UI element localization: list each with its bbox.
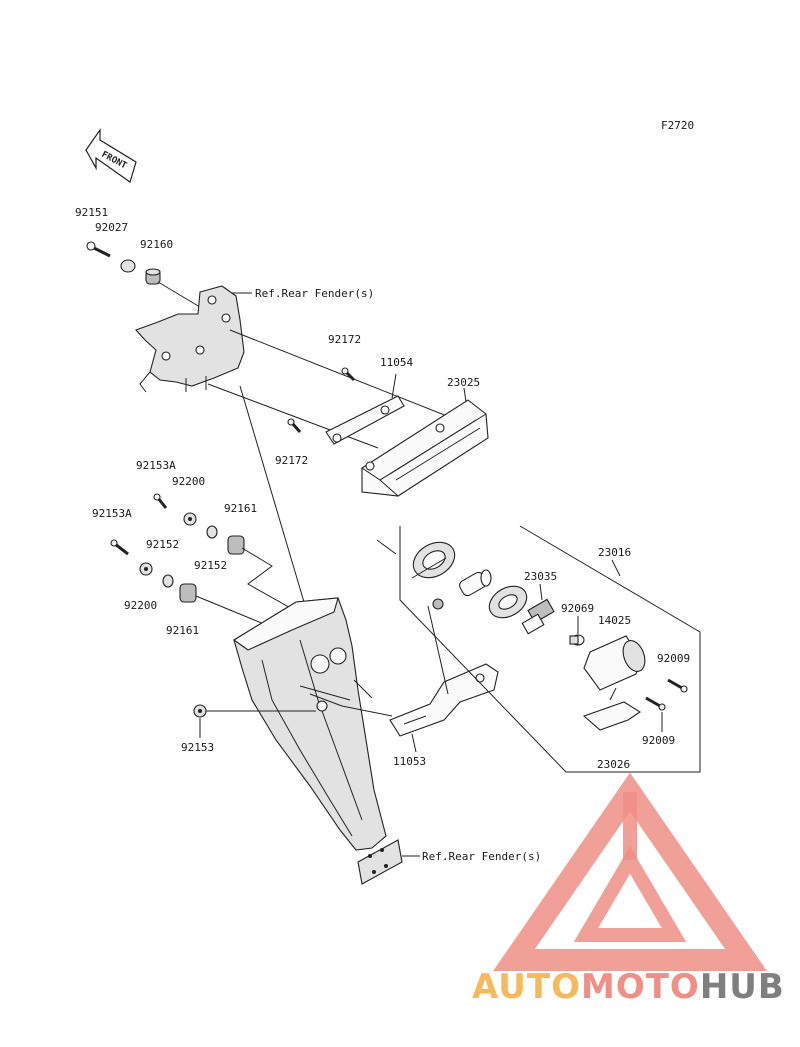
leader-line	[341, 705, 393, 717]
plate-11054	[325, 395, 405, 445]
part-number: 92151	[75, 206, 108, 219]
leader-line	[157, 281, 206, 311]
part-number: 92172	[275, 454, 308, 467]
part-number: 92153A	[136, 459, 176, 472]
grommet-92161-a	[227, 535, 245, 555]
leader-line	[611, 559, 621, 577]
part-number: 11053	[393, 755, 426, 768]
guide-line	[376, 539, 397, 555]
leader-line	[539, 583, 543, 601]
part-number: 92161	[166, 624, 199, 637]
gasket-23035	[488, 585, 528, 619]
figure-code: F2720	[661, 119, 694, 132]
leader-line	[353, 679, 373, 699]
part-number: 92200	[172, 475, 205, 488]
part-number: 92153A	[92, 507, 132, 520]
guide-line	[229, 329, 453, 419]
part-number: 92027	[95, 221, 128, 234]
part-number: 92153	[181, 741, 214, 754]
tail-light-23025	[361, 399, 489, 497]
part-number: 11054	[380, 356, 413, 369]
grommet-92160	[145, 268, 161, 285]
ref-rear-fender-bottom: Ref.Rear Fender(s)	[422, 850, 541, 863]
bolt-92153A-b	[110, 539, 129, 556]
part-number: 92161	[224, 502, 257, 515]
collar-92152-a	[206, 525, 218, 539]
washer-92200-a	[183, 512, 197, 526]
part-number: 92152	[146, 538, 179, 551]
guide-line	[207, 383, 379, 449]
screw-92009-b	[645, 696, 666, 711]
grommet-92161-b	[179, 583, 197, 603]
part-number: 92009	[657, 652, 690, 665]
clip-23035	[521, 598, 555, 635]
screw-92172-b	[287, 418, 302, 433]
socket	[459, 569, 492, 597]
screw-92009-a	[667, 678, 688, 693]
bolt-92153A-a	[153, 493, 168, 509]
part-number: 92152	[194, 559, 227, 572]
cover-23026	[582, 687, 642, 731]
bulb-92069	[569, 634, 585, 646]
fender-tip-plate	[357, 839, 403, 885]
part-number: 23025	[447, 376, 480, 389]
bolt-92153	[193, 704, 207, 718]
washer-92200-b	[139, 562, 153, 576]
part-number: 14025	[598, 614, 631, 627]
leader-line	[411, 733, 417, 753]
front-arrow-icon: FRONT	[85, 128, 137, 183]
group-box-23016	[399, 525, 701, 773]
watermark-hub: HUB	[700, 967, 785, 1007]
watermark-auto: AUTO	[472, 967, 581, 1007]
collar-92152-b	[162, 574, 174, 588]
part-number: 92200	[124, 599, 157, 612]
lens-14025	[583, 635, 646, 691]
screw-92172-a	[341, 367, 356, 382]
leader-line	[241, 547, 295, 611]
washer-92027	[120, 259, 136, 273]
part-number: 23026	[597, 758, 630, 771]
bracket-11053	[389, 663, 499, 737]
watermark-text: AUTOMOTOHUB	[472, 967, 785, 1007]
watermark-moto: MOTO	[581, 967, 700, 1007]
leader-line	[391, 373, 397, 399]
watermark-logo	[493, 772, 767, 971]
part-number: 23016	[598, 546, 631, 559]
guide-line	[427, 605, 449, 695]
leader-line	[463, 387, 467, 403]
bolt-92151	[86, 241, 111, 258]
part-number: 92069	[561, 602, 594, 615]
ref-rear-fender-top: Ref.Rear Fender(s)	[255, 287, 374, 300]
part-number: 92160	[140, 238, 173, 251]
tail-bracket	[135, 285, 245, 393]
part-number: 92009	[642, 734, 675, 747]
light-housing-base	[411, 541, 456, 610]
part-number: 92172	[328, 333, 361, 346]
part-number: 23035	[524, 570, 557, 583]
leader-line	[195, 595, 265, 625]
guide-line	[239, 385, 305, 603]
license-bracket	[233, 597, 387, 851]
